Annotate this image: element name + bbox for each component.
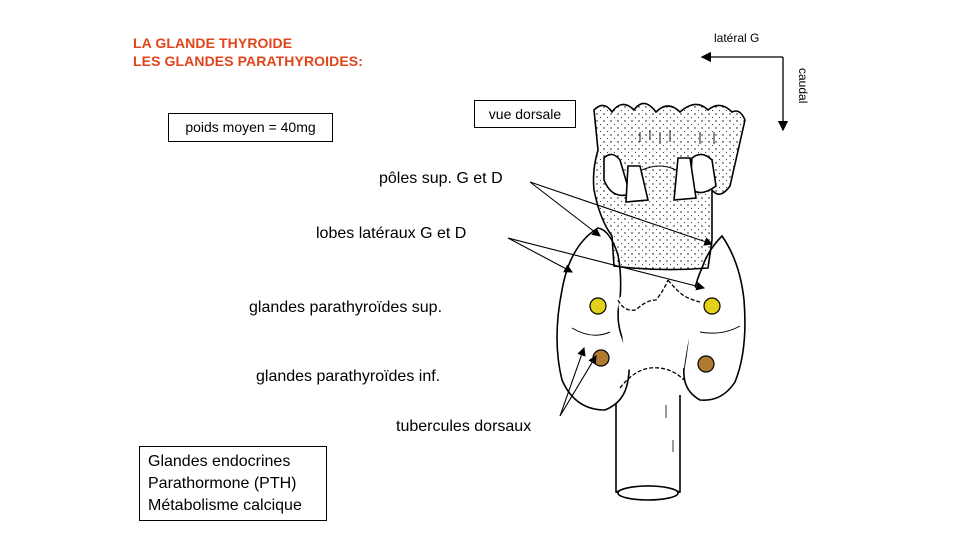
label-parathyroid-sup: glandes parathyroïdes sup.: [249, 299, 443, 316]
isthmus: [617, 279, 702, 389]
info-box: Glandes endocrines Parathormone (PTH) Mé…: [139, 446, 327, 521]
title-line-1: LA GLANDE THYROIDE: [133, 35, 293, 51]
info-line-calcium: Métabolisme calcique: [148, 497, 302, 514]
label-tubercles: tubercules dorsaux: [396, 418, 532, 435]
label-lobes: lobes latéraux G et D: [316, 225, 467, 242]
label-parathyroid-inf: glandes parathyroïdes inf.: [256, 368, 441, 385]
parathyroid-sup-left: [589, 297, 607, 315]
title-line-2: LES GLANDES PARATHYROIDES:: [133, 53, 363, 69]
info-line-endocrine: Glandes endocrines: [148, 453, 291, 470]
parathyroid-inf-right: [697, 355, 715, 373]
pointer-lines: [507, 181, 714, 417]
weight-box: poids moyen = 40mg: [168, 113, 333, 142]
larynx: [592, 102, 746, 271]
view-box: vue dorsale: [474, 100, 576, 128]
orientation-axes: [700, 51, 789, 132]
left-lobe: [556, 227, 630, 411]
label-poles: pôles sup. G et D: [379, 170, 503, 187]
parathyroid-sup-right: [703, 297, 721, 315]
lateral-label: latéral G: [714, 31, 760, 45]
info-line-pth: Parathormone (PTH): [148, 475, 297, 492]
trachea: [615, 395, 681, 501]
